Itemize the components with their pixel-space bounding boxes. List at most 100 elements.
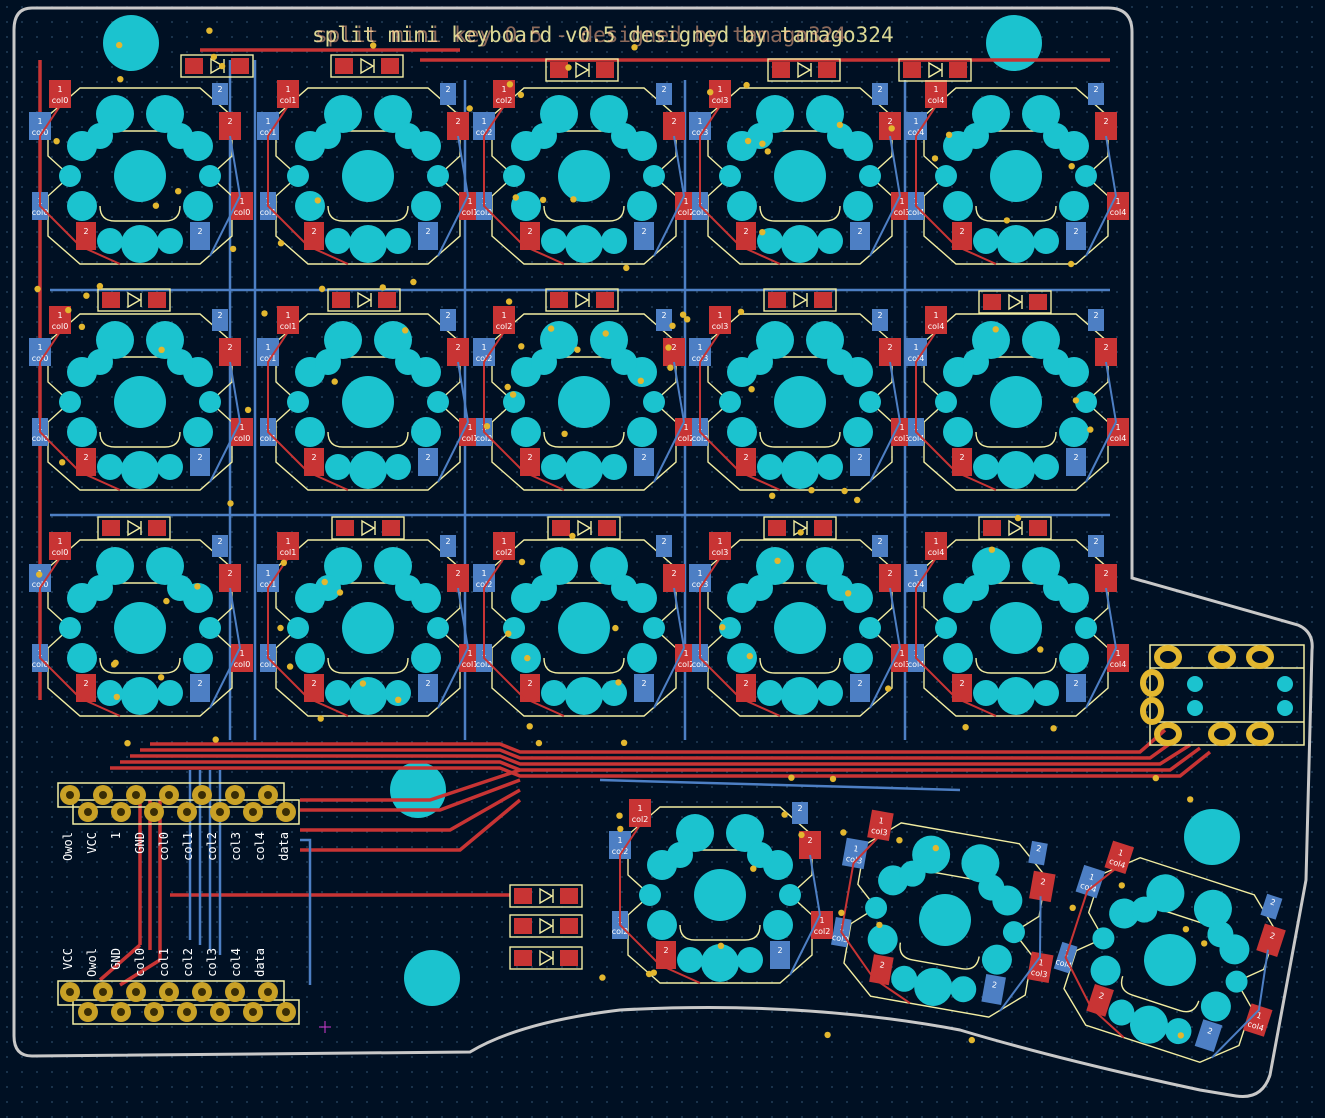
pad-net-label: col4 bbox=[908, 580, 925, 589]
via bbox=[506, 81, 514, 88]
switch-hole bbox=[781, 677, 819, 715]
pad-number: 1 bbox=[1038, 958, 1045, 968]
pad-net-label: col1 bbox=[280, 322, 297, 331]
via bbox=[962, 724, 969, 731]
via bbox=[317, 715, 324, 722]
switch-pad bbox=[447, 112, 469, 140]
diode bbox=[97, 516, 171, 540]
via bbox=[620, 739, 628, 746]
via bbox=[992, 326, 999, 333]
switch-hole bbox=[727, 643, 757, 673]
switch-hole bbox=[295, 417, 325, 447]
switch-pad bbox=[879, 564, 901, 592]
switch-hole bbox=[121, 225, 159, 263]
switch-hole bbox=[374, 547, 412, 585]
switch-hole bbox=[427, 617, 449, 639]
via bbox=[466, 105, 473, 112]
switch-hole bbox=[843, 643, 873, 673]
via bbox=[158, 346, 165, 353]
switch-pad bbox=[736, 674, 756, 702]
pad-number: 2 bbox=[857, 227, 862, 236]
pad-net-label: col3 bbox=[845, 854, 863, 866]
pad-number: 2 bbox=[661, 311, 666, 320]
pad-net-label: col0 bbox=[32, 434, 49, 443]
switch-hole bbox=[1075, 165, 1097, 187]
switch-hole bbox=[737, 947, 763, 973]
via bbox=[737, 308, 745, 315]
pad-number: 2 bbox=[217, 85, 222, 94]
switch-hole bbox=[114, 150, 166, 202]
diode bbox=[331, 516, 405, 540]
pad-net-label: col1 bbox=[462, 208, 479, 217]
via bbox=[988, 546, 996, 553]
switch-hole bbox=[627, 191, 657, 221]
diode bbox=[763, 288, 837, 312]
via bbox=[34, 285, 41, 293]
pad-number: 2 bbox=[1073, 453, 1078, 462]
header-outline-bottom-2 bbox=[72, 999, 300, 1025]
mounting-holes bbox=[103, 15, 1240, 1006]
switch-pad bbox=[1026, 951, 1054, 983]
switch-hole bbox=[1043, 123, 1069, 149]
pad-net-label: col0 bbox=[32, 660, 49, 669]
switch-hole bbox=[747, 123, 773, 149]
pin-label: col3 bbox=[229, 832, 243, 861]
switch-hole bbox=[781, 225, 819, 263]
switch-pad bbox=[905, 564, 927, 592]
pad-net-label: col4 bbox=[1110, 434, 1127, 443]
via bbox=[83, 292, 90, 299]
mounting-hole bbox=[986, 15, 1042, 71]
pad-net-label: col2 bbox=[476, 128, 493, 137]
diode-symbol bbox=[539, 917, 554, 935]
diode bbox=[898, 58, 972, 82]
pad-net-label: col1 bbox=[260, 660, 277, 669]
diode bbox=[180, 54, 254, 78]
pad-number: 1 bbox=[467, 423, 472, 432]
via bbox=[331, 378, 338, 385]
pad-number: 2 bbox=[1206, 1026, 1214, 1036]
pad-number: 2 bbox=[425, 453, 430, 462]
pin-label: col1 bbox=[157, 948, 171, 977]
via bbox=[854, 496, 861, 504]
pad-number: 2 bbox=[877, 537, 882, 546]
switch-hole bbox=[342, 376, 394, 428]
switch-hole bbox=[997, 225, 1035, 263]
switch-hole bbox=[385, 680, 411, 706]
pad-number: 2 bbox=[425, 679, 430, 688]
via bbox=[210, 53, 218, 61]
switch-hole bbox=[385, 228, 411, 254]
pad-number: 2 bbox=[1040, 877, 1047, 887]
switch-hole bbox=[694, 869, 746, 921]
pad-number: 2 bbox=[857, 453, 862, 462]
switch-pad bbox=[520, 674, 540, 702]
pad-net-label: col0 bbox=[32, 128, 49, 137]
switch-hole bbox=[726, 814, 764, 852]
board-outline bbox=[12, 6, 1314, 1099]
switch-hole bbox=[719, 165, 741, 187]
diode bbox=[97, 288, 171, 312]
switch-hole bbox=[427, 165, 449, 187]
switch-pad bbox=[190, 674, 210, 702]
pad-number: 1 bbox=[481, 117, 486, 126]
pad-number: 1 bbox=[683, 649, 688, 658]
pad-number: 2 bbox=[455, 343, 460, 352]
via bbox=[769, 492, 776, 499]
switch-hole bbox=[1165, 1018, 1192, 1045]
switch-pad bbox=[872, 83, 888, 105]
switch-hole bbox=[590, 321, 628, 359]
switch-pad bbox=[952, 222, 972, 250]
switch-hole bbox=[963, 575, 989, 601]
switch-pad bbox=[29, 112, 51, 140]
pad-net-label: col1 bbox=[260, 208, 277, 217]
via bbox=[524, 654, 531, 662]
via bbox=[286, 663, 294, 670]
switch-hole bbox=[779, 884, 801, 906]
via bbox=[1069, 904, 1076, 911]
diode-footprints bbox=[97, 54, 1052, 970]
pad-number: 1 bbox=[37, 343, 42, 352]
pin-label: GND bbox=[133, 832, 147, 854]
switch-hole bbox=[503, 165, 525, 187]
